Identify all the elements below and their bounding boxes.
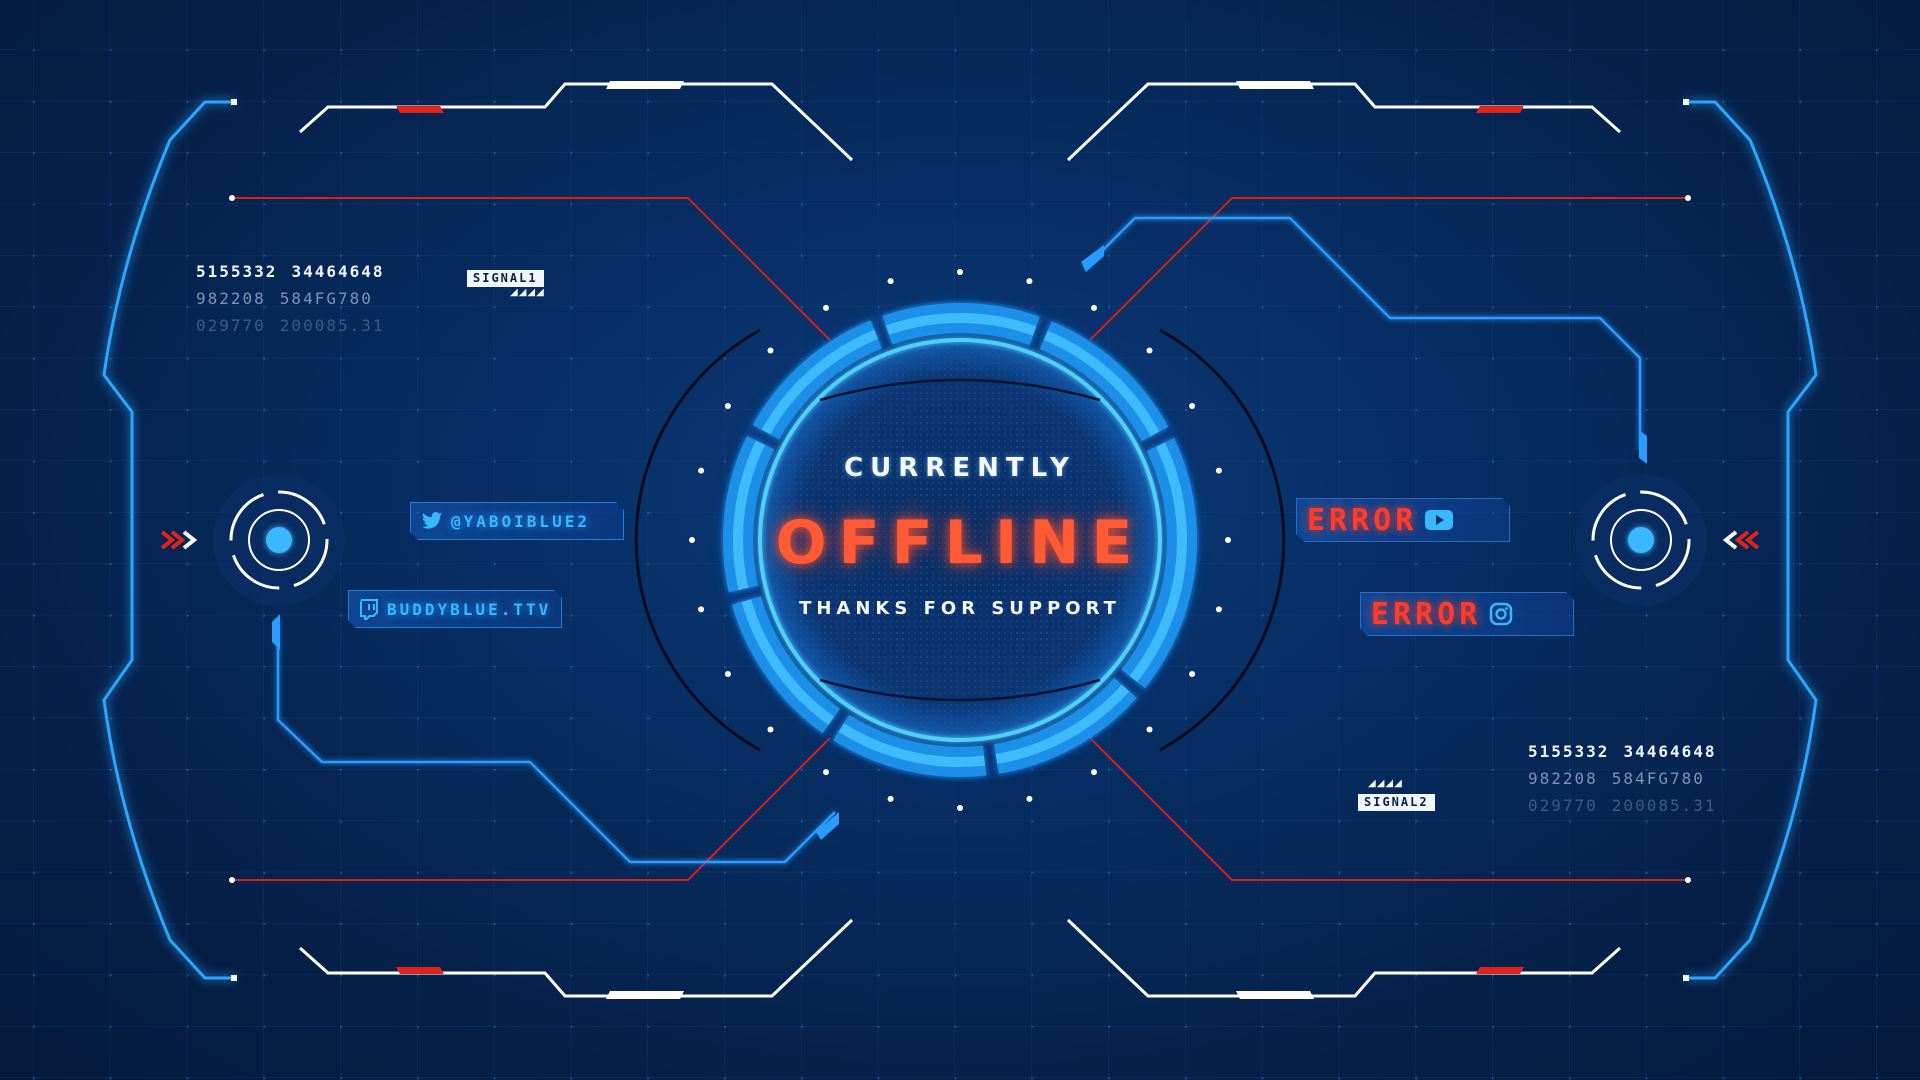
twitch-handle-badge[interactable]: BUDDYBLUE.TTV <box>348 590 562 628</box>
bracket-dot <box>231 99 237 105</box>
emblem-dot <box>724 403 731 409</box>
emblem-dot <box>957 269 963 275</box>
emblem-dot <box>1146 726 1153 733</box>
twitter-icon <box>421 511 443 531</box>
line-end-dot <box>229 195 235 201</box>
right-target <box>1575 474 1707 606</box>
signal-tag-left: SIGNAL1 <box>467 270 544 287</box>
top-right-frame <box>1066 82 1621 162</box>
twitch-handle-text: BUDDYBLUE.TTV <box>387 599 552 619</box>
emblem-dot <box>887 278 894 285</box>
emblem-dot <box>724 671 731 677</box>
instagram-icon <box>1489 602 1513 626</box>
emblem-dot <box>698 606 705 613</box>
readout-value: 982208 <box>196 289 266 308</box>
frame-red-accent <box>1476 106 1524 113</box>
circuit-tip <box>1081 245 1104 272</box>
readout-value: 5155332 <box>1528 742 1610 761</box>
bottom-right-frame <box>1066 918 1621 998</box>
line-end-dot <box>1685 877 1691 883</box>
central-emblem <box>634 300 1286 780</box>
signal-tag-right: SIGNAL2 <box>1358 794 1435 811</box>
circuit-tip <box>816 812 839 840</box>
emblem-dot <box>1091 304 1097 311</box>
emblem-dot <box>1146 347 1153 354</box>
red-line-br <box>1089 737 1688 881</box>
emblem-dot <box>1091 769 1097 776</box>
emblem-dot <box>823 304 829 311</box>
readout-value: 029770 <box>196 316 266 335</box>
bracket-dot <box>231 975 237 981</box>
right-readout: 5155332 34464648 982208 584FG780 029770 200… <box>1528 738 1731 819</box>
readout-value: 5155332 <box>196 262 278 281</box>
circuit-tip <box>1639 430 1647 464</box>
frame-red-accent <box>1476 967 1524 974</box>
top-left-frame <box>299 82 854 162</box>
twitter-handle-text: @YABOIBLUE2 <box>451 511 590 531</box>
emblem-dot <box>1026 278 1033 285</box>
right-chevrons <box>1722 530 1760 550</box>
emblem-dot <box>767 726 774 733</box>
readout-value: 584FG780 <box>1611 769 1705 788</box>
readout-value: 584FG780 <box>279 289 373 308</box>
emblem-dots <box>689 269 1231 811</box>
readout-value: 200085.31 <box>1611 796 1717 815</box>
emblem-dot <box>1225 537 1231 543</box>
red-line-bl <box>232 737 831 881</box>
readout-value: 029770 <box>1528 796 1598 815</box>
bracket-dot <box>1683 99 1689 105</box>
emblem-dot <box>1026 795 1033 802</box>
frame-accent <box>1236 991 1314 999</box>
right-side-bracket <box>1685 100 1818 980</box>
bottom-left-frame <box>299 918 854 998</box>
left-target <box>213 474 345 606</box>
instagram-badge[interactable]: ERROR <box>1360 592 1574 636</box>
signal-ticks-left: ◢◢◢◢ <box>510 287 545 298</box>
emblem-dot <box>823 769 829 776</box>
readout-value: 34464648 <box>1623 742 1717 761</box>
blue-circuit-right <box>1084 216 1642 450</box>
red-line-tl <box>232 197 831 341</box>
frame-accent <box>606 81 684 89</box>
youtube-badge-text: ERROR <box>1307 502 1418 538</box>
signal-ticks-right: ◢◢◢◢ <box>1368 778 1403 789</box>
blue-circuit-left <box>276 620 836 864</box>
emblem-dot <box>1189 671 1196 677</box>
emblem-dot <box>689 537 695 543</box>
left-side-bracket <box>102 100 235 980</box>
emblem-dot <box>767 347 774 354</box>
readout-value: 200085.31 <box>279 316 385 335</box>
emblem-dot <box>957 805 963 811</box>
line-end-dot <box>1685 195 1691 201</box>
twitch-icon <box>359 598 379 620</box>
emblem-dot <box>887 795 894 802</box>
status-main-offline: OFFLINE <box>775 508 1145 578</box>
bracket-dot <box>1683 975 1689 981</box>
readout-value: 982208 <box>1528 769 1598 788</box>
left-chevrons <box>160 530 198 550</box>
frame-red-accent <box>396 106 444 113</box>
frame-accent <box>606 991 684 999</box>
emblem-dot <box>698 467 705 474</box>
youtube-icon <box>1425 510 1453 530</box>
emblem-dot <box>1215 467 1222 474</box>
frame-red-accent <box>396 967 444 974</box>
line-end-dot <box>229 877 235 883</box>
emblem-dot <box>1189 403 1196 409</box>
instagram-badge-text: ERROR <box>1371 596 1482 632</box>
status-line: CURRENTLY <box>844 453 1076 483</box>
circuit-tip <box>272 614 280 650</box>
red-line-tr <box>1089 197 1688 341</box>
twitter-handle-badge[interactable]: @YABOIBLUE2 <box>410 502 624 540</box>
youtube-badge[interactable]: ERROR <box>1296 498 1510 542</box>
emblem-dot <box>1215 606 1222 613</box>
readout-value: 34464648 <box>291 262 385 281</box>
left-readout: 5155332 34464648 982208 584FG780 029770 200… <box>196 258 399 339</box>
frame-accent <box>1236 81 1314 89</box>
status-sub: THANKS FOR SUPPORT <box>799 598 1121 619</box>
